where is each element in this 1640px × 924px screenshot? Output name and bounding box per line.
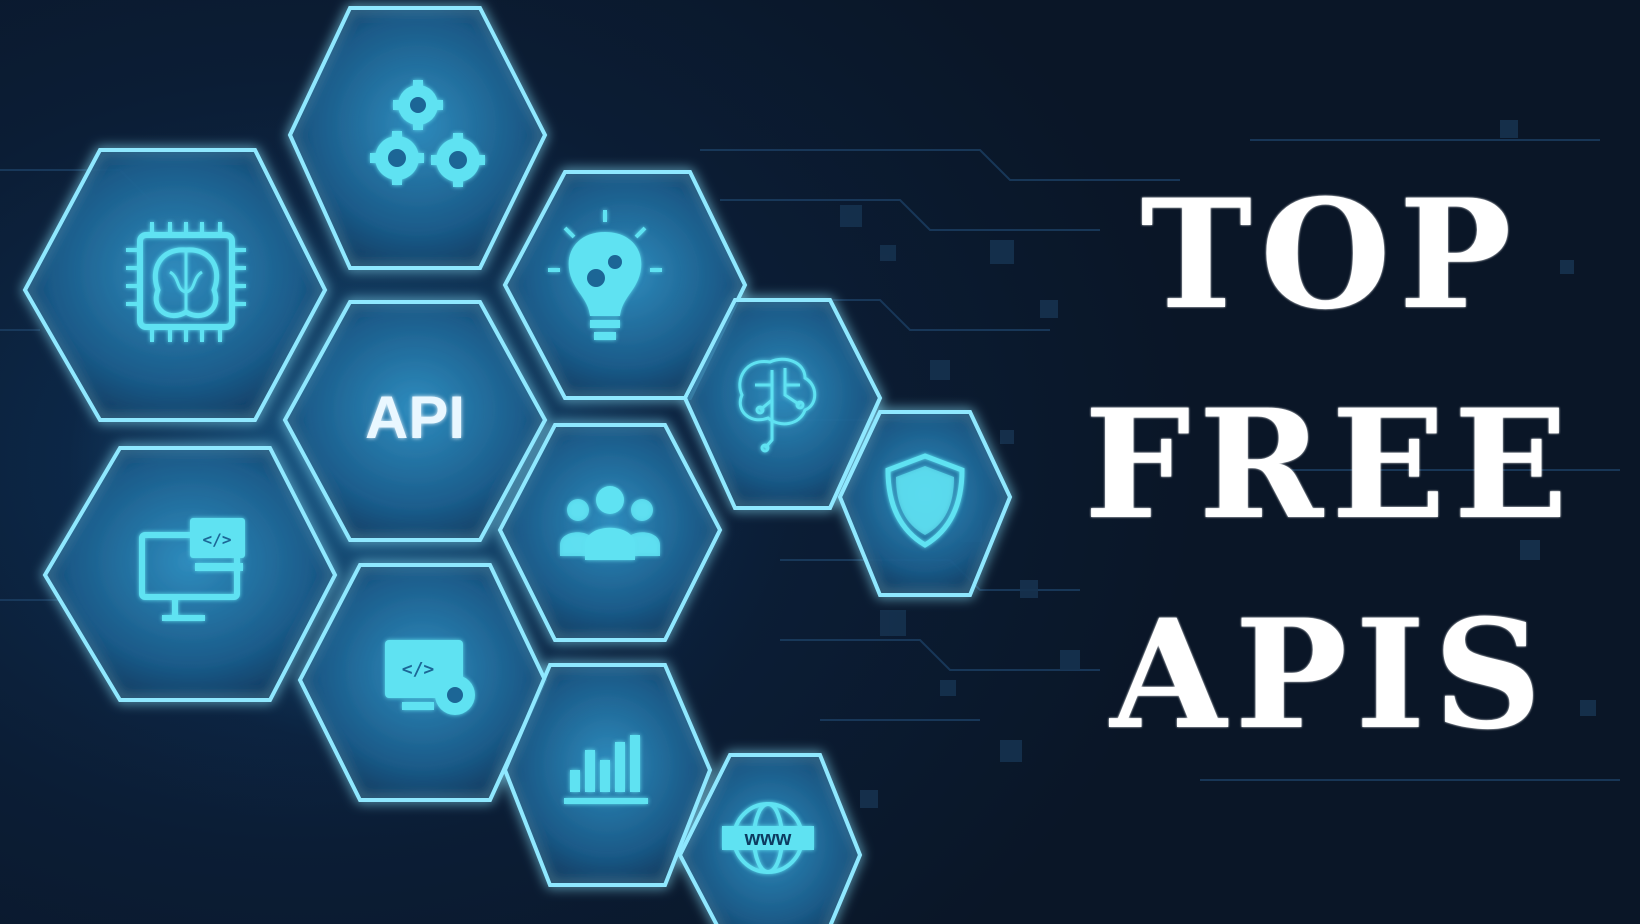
shield-icon [885,453,965,548]
hex-ai-chip [22,148,328,422]
hex-monitor-code [42,446,338,702]
svg-text:</>: </> [203,530,232,549]
lightbulb-gears-icon [548,210,662,340]
hex-gears [287,6,548,270]
gears-icon [370,80,485,187]
api-label: API [365,384,465,451]
headline-line-apis: APIS [1110,587,1550,763]
ai-chip-brain-icon [126,222,246,342]
hex-circuit-brain [682,298,883,510]
www-globe-icon: www [722,802,814,874]
bar-chart-icon [564,735,648,804]
svg-text:www: www [744,828,792,850]
svg-text:</>: </> [402,659,435,680]
team-people-icon [560,486,660,560]
headline-line-free: FREE [1084,377,1576,553]
circuit-brain-icon [738,357,817,453]
headline-line-top: TOP [1140,167,1520,343]
monitor-code-icon: </> [139,518,245,621]
hex-api [282,300,548,542]
code-settings-icon: </> [385,640,475,715]
headline: TOP FREE APIS [1060,150,1600,780]
